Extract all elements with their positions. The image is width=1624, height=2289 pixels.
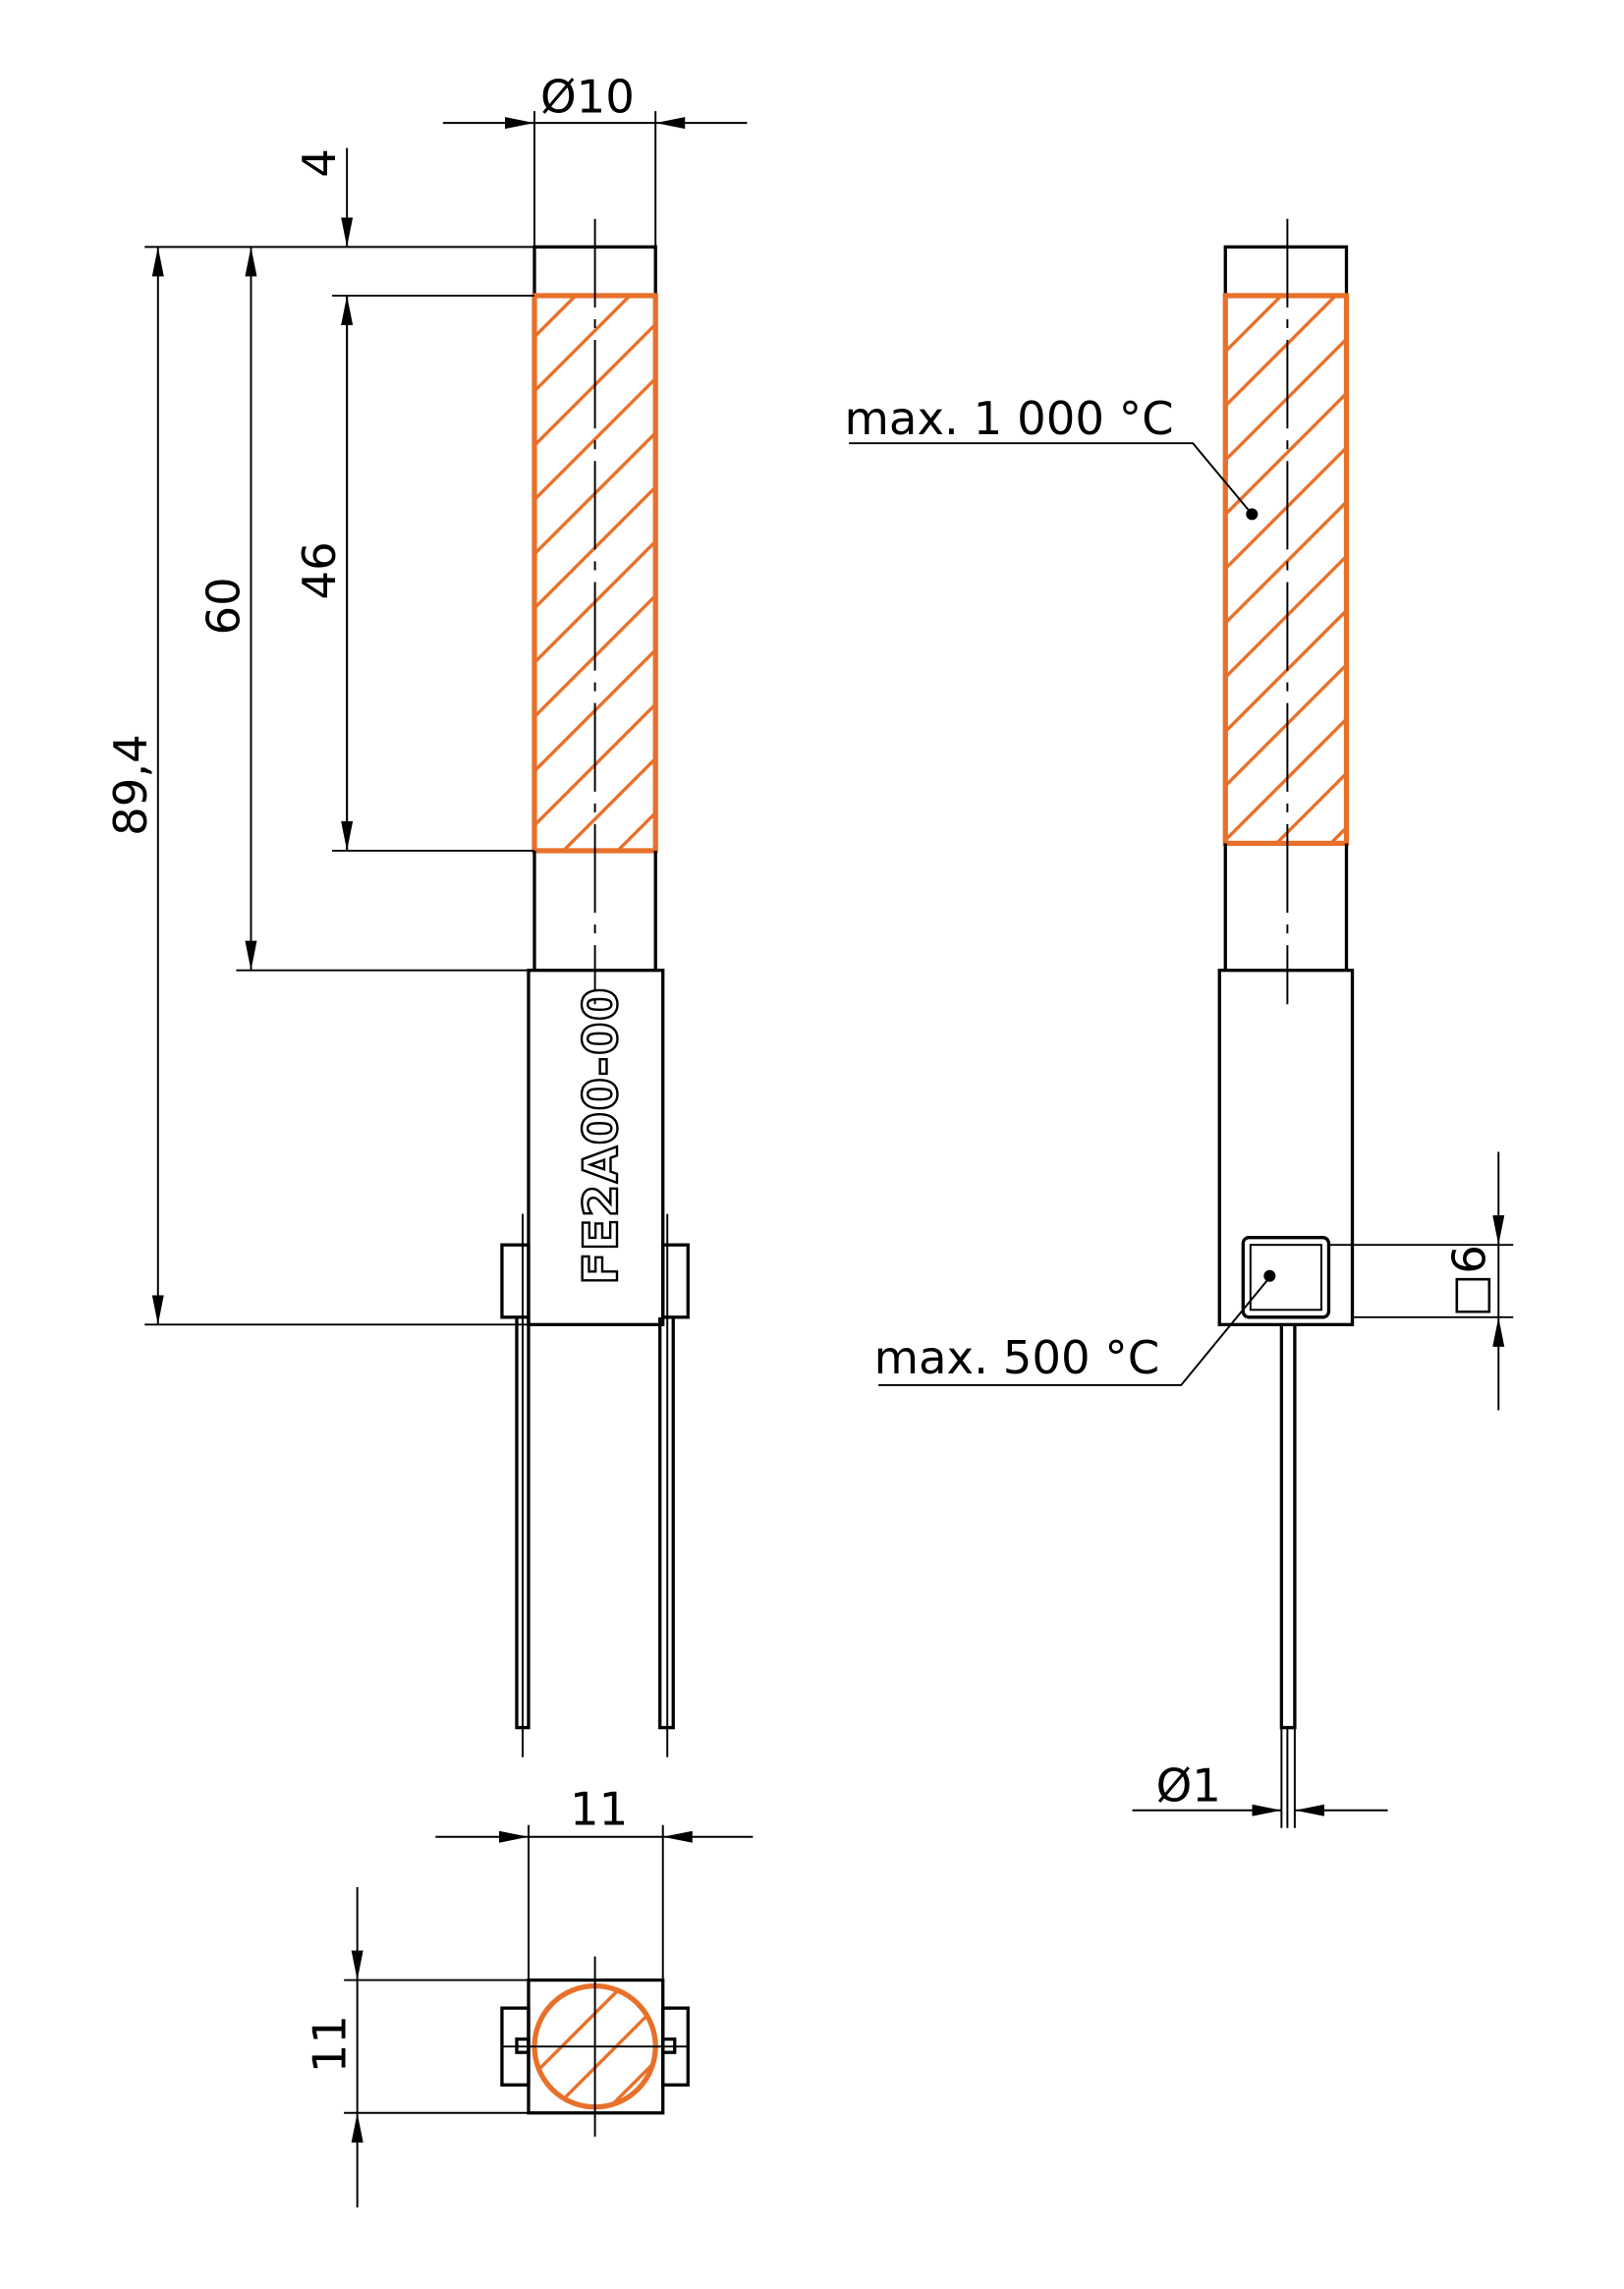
dim-heat-zone-length: 46 [293, 541, 346, 599]
dim-pin-diameter: Ø1 [1156, 1759, 1221, 1813]
dim-housing-depth: 11 [304, 2015, 357, 2073]
tab-left [500, 1243, 531, 1319]
dim-housing-width: 11 [570, 1783, 628, 1836]
front-view: FE2A00-00 Ø10 4 46 60 89,4 [104, 71, 748, 1758]
tab-right [661, 1243, 690, 1319]
housing [1217, 969, 1355, 1326]
tube [532, 850, 657, 971]
side-view: max. 1 000 °C max. 500 °C □6 Ø1 [845, 218, 1514, 1828]
dim-overall-length: 89,4 [104, 734, 157, 836]
annotation-max-temp-tube: max. 1 000 °C [845, 392, 1174, 445]
heat-zone [1222, 293, 1350, 847]
dim-tip-length: 4 [293, 148, 346, 178]
terminal-square [1241, 1236, 1331, 1319]
annotation-max-temp-terminal: max. 500 °C [874, 1331, 1160, 1384]
part-label: FE2A00-00 [574, 986, 629, 1285]
pin [1279, 1324, 1297, 1730]
dim-tube-length: 60 [196, 577, 250, 635]
dim-diameter-tube: Ø10 [540, 71, 635, 124]
top-view: 11 11 [304, 1783, 754, 2207]
dim-terminal-square: □6 [1443, 1245, 1496, 1317]
